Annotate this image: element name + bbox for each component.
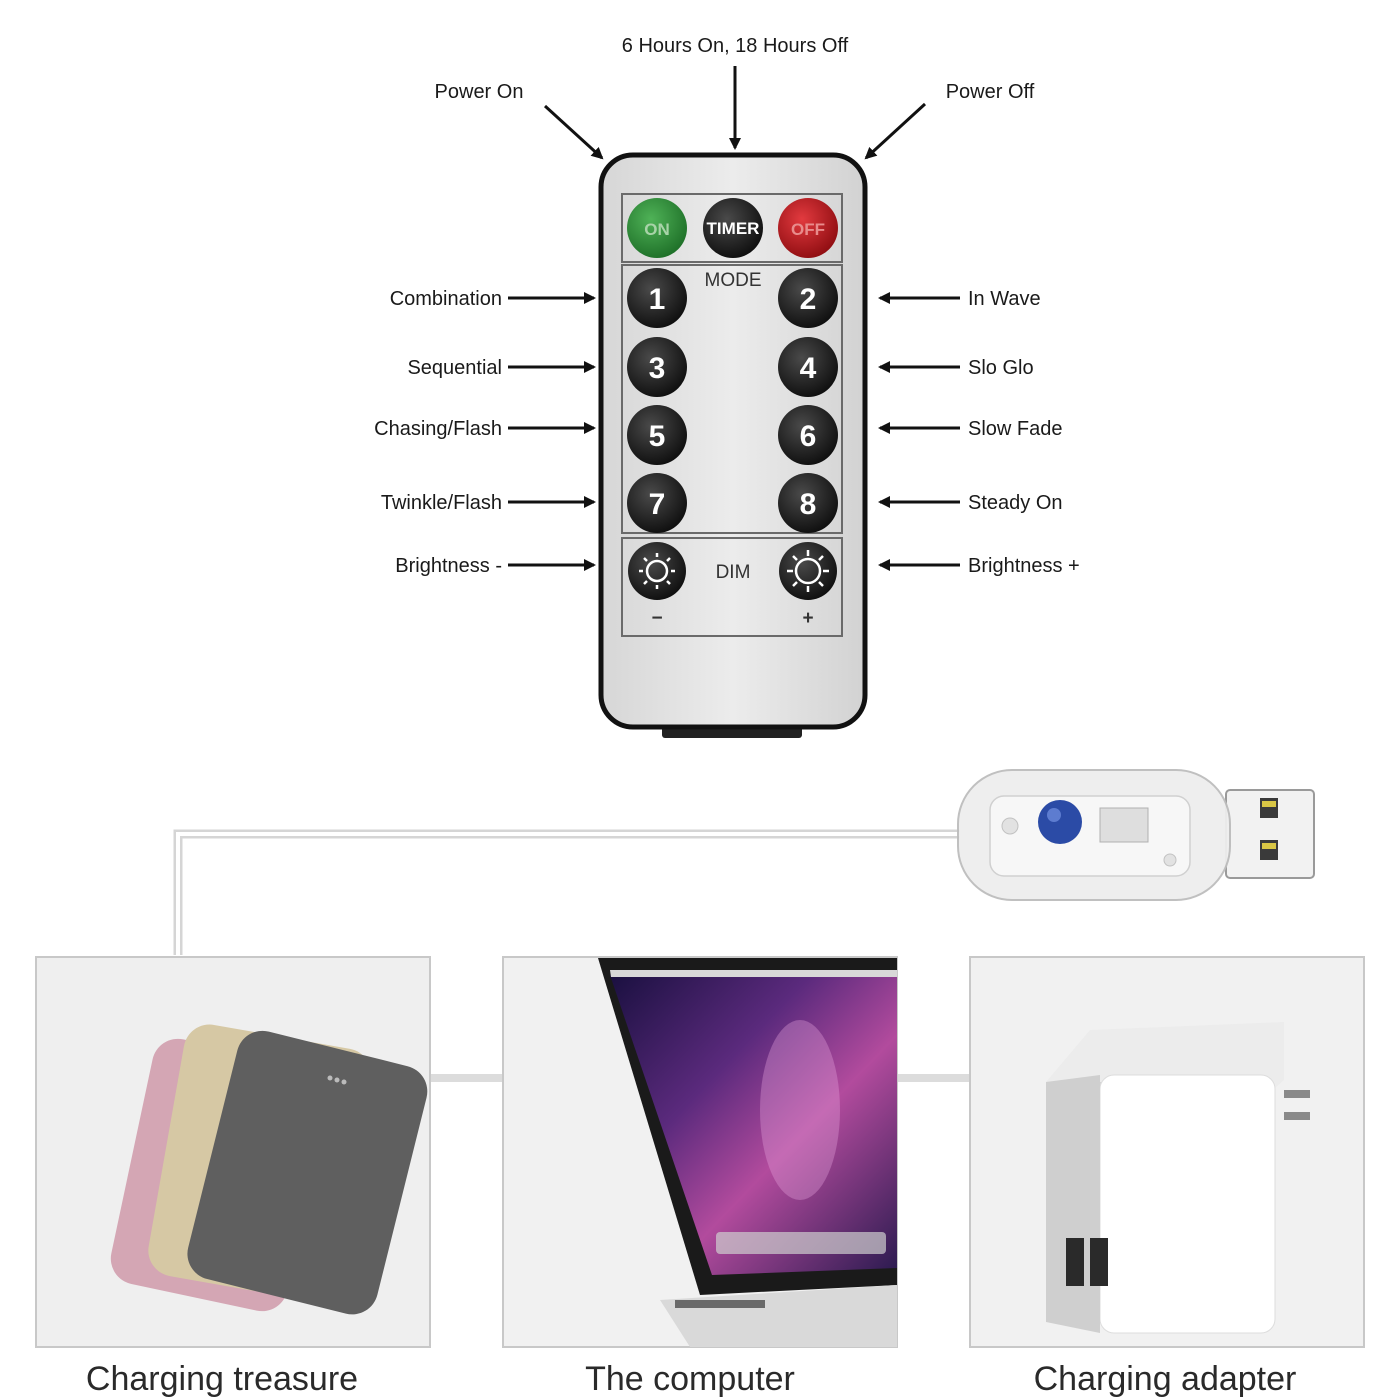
timer-button[interactable] [703,198,763,258]
remote-dim-panel [621,537,843,637]
power-bank-icon [110,1024,428,1315]
caption-charging-treasure: Charging treasure [86,1360,358,1398]
laptop-icon [598,958,897,1347]
mode-button-label: 4 [800,352,817,385]
timer-button-label: TIMER [707,219,760,238]
mode-button-1[interactable]: 1 [627,268,687,328]
mode-button-3[interactable]: 3 [627,337,687,397]
off-button-label: OFF [791,220,825,239]
right-label-2: Slow Fade [968,418,1063,440]
mode-button-8[interactable]: 8 [778,473,838,533]
on-button-label: ON [644,220,670,239]
mode-button-4[interactable]: 4 [778,337,838,397]
device-panel-charging-treasure: Charging treasure [35,956,431,1398]
caption-computer: The computer [585,1360,795,1398]
mode-button-label: 5 [649,420,666,453]
mode-button-label: 8 [800,488,817,521]
sun-large-icon [787,550,829,592]
minus-label: − [651,608,662,629]
right-label-1: Slo Glo [968,357,1034,379]
left-label-2: Chasing/Flash [374,418,502,440]
right-label-0: In Wave [968,288,1041,310]
power-off-label: Power Off [946,81,1035,103]
left-label-group: CombinationSequentialChasing/FlashTwinkl… [374,288,596,577]
brightness-up-button[interactable] [779,542,837,600]
mode-button-label: 3 [649,352,666,385]
left-label-1: Sequential [407,357,502,379]
device-panel-computer: The computer [502,956,898,1398]
power-on-label: Power On [435,81,524,103]
mode-button-2[interactable]: 2 [778,268,838,328]
mode-button-7[interactable]: 7 [627,473,687,533]
sun-small-icon [639,553,675,589]
remote-top-panel [621,193,843,263]
mode-button-5[interactable]: 5 [627,405,687,465]
remote-mode-panel [621,264,843,534]
remote-control: ON TIMER OFF MODE 1 2 3 4 5 6 7 8 DIM [598,152,868,738]
power-off-arrow [864,102,927,160]
left-label-4: Brightness - [395,555,502,577]
device-panel-charging-adapter: Charging adapter [969,956,1365,1398]
mode-button-label: 6 [800,420,817,453]
mode-buttons: 1 2 3 4 5 6 7 8 [627,268,838,533]
off-button[interactable] [778,198,838,258]
right-label-3: Steady On [968,492,1063,514]
controller-button [1038,800,1082,844]
plus-label: + [802,608,813,629]
wall-adapter-icon [1046,1022,1310,1334]
mode-label: MODE [705,270,762,291]
mode-button-6[interactable]: 6 [778,405,838,465]
left-label-3: Twinkle/Flash [381,492,502,514]
on-button[interactable] [627,198,687,258]
mode-button-label: 7 [649,488,666,521]
timer-label: 6 Hours On, 18 Hours Off [622,35,849,57]
brightness-down-button[interactable] [628,542,686,600]
caption-charging-adapter: Charging adapter [1034,1360,1297,1398]
mode-button-label: 2 [800,283,817,316]
right-label-4: Brightness + [968,555,1080,577]
left-label-0: Combination [390,288,502,310]
power-on-arrow [543,104,604,160]
dim-label: DIM [716,562,751,583]
usb-controller-icon [957,769,1315,901]
usb-cable [173,829,970,1082]
mode-button-label: 1 [649,283,666,316]
